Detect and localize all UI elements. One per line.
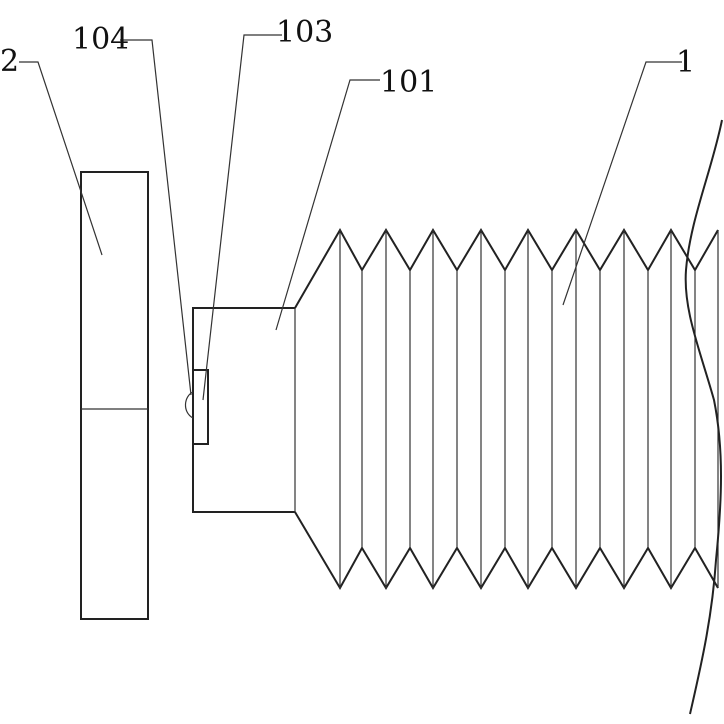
- leader-1: [562, 61, 682, 306]
- reference-labels: 2 104 103 101 1: [0, 15, 695, 100]
- slot-part-103: [193, 369, 209, 445]
- label-103: 103: [276, 15, 333, 50]
- block-part-2: [80, 171, 149, 620]
- bump-part-104: [184, 391, 194, 419]
- leader-103: [202, 34, 282, 401]
- break-line: [684, 119, 723, 715]
- bellows-part-1: [294, 119, 723, 715]
- connector-housing-101: [192, 307, 296, 513]
- leader-lines: [19, 34, 682, 401]
- leader-104: [120, 39, 192, 396]
- label-1: 1: [676, 45, 695, 80]
- label-2: 2: [0, 44, 19, 79]
- bellows-fold-lines: [339, 230, 719, 588]
- leader-101: [275, 79, 380, 331]
- label-101: 101: [380, 65, 437, 100]
- leader-2: [19, 61, 103, 256]
- label-104: 104: [72, 22, 129, 57]
